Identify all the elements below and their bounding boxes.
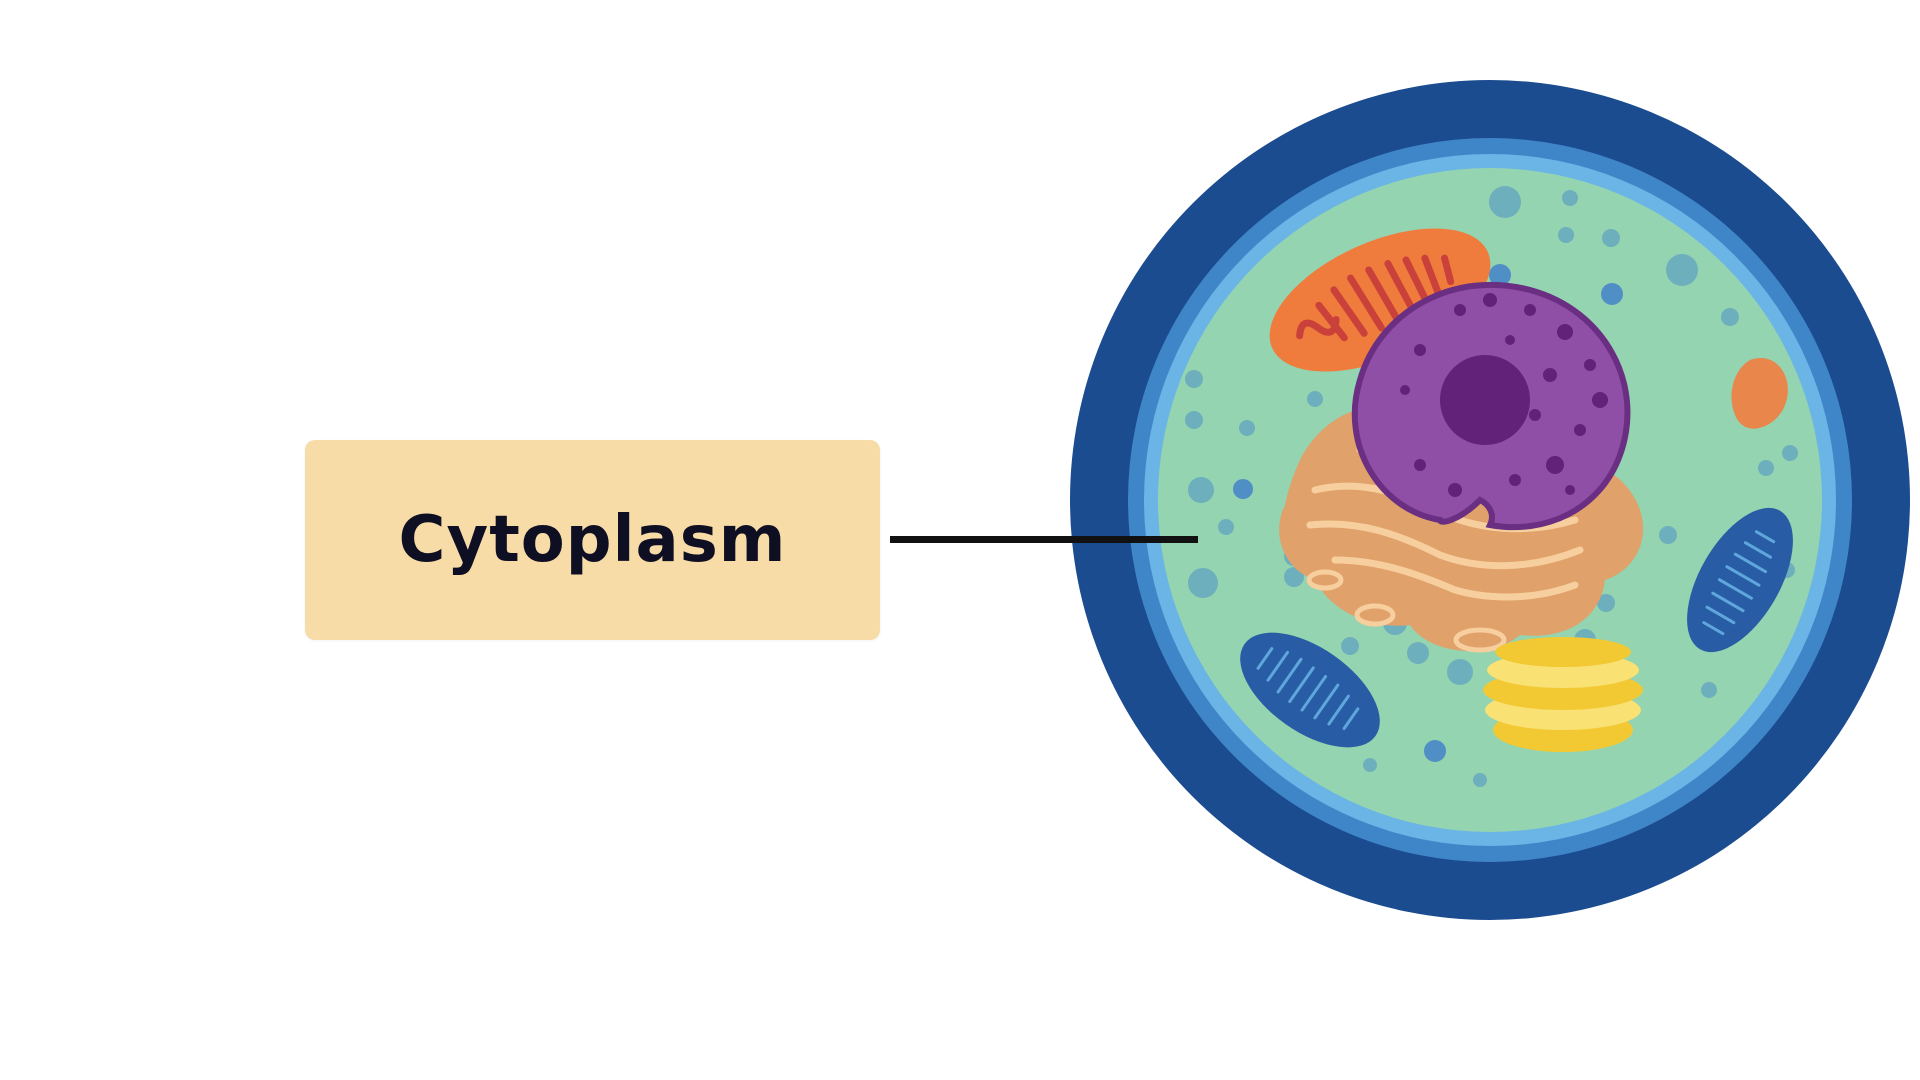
plant-cell-illustration: [1070, 80, 1910, 920]
mitochondrion-blue-left: [1240, 632, 1380, 748]
label-box: Cytoplasm: [305, 440, 880, 640]
golgi-apparatus: [1483, 637, 1643, 752]
small-vacuole: [1731, 358, 1788, 429]
nucleus-pores: [1400, 293, 1608, 497]
label-cytoplasm: Cytoplasm: [398, 503, 787, 577]
leader-line: [890, 536, 1198, 543]
nucleus: [1351, 281, 1631, 531]
cytoplasm-granules: [1185, 186, 1798, 787]
nucleolus: [1440, 355, 1530, 445]
mitochondrion-blue-right: [1687, 507, 1793, 653]
